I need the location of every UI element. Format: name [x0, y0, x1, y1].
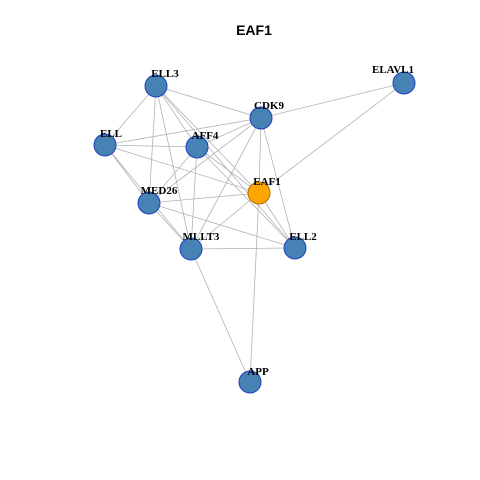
- node-ell2[interactable]: [283, 236, 307, 260]
- node-ell3[interactable]: [144, 74, 168, 98]
- node-med26[interactable]: [137, 191, 161, 215]
- node-eaf1[interactable]: [247, 181, 271, 205]
- edge-ell3-cdk9: [155, 85, 262, 119]
- edge-elavl1-cdk9: [260, 82, 405, 119]
- edge-mllt3-app: [190, 248, 251, 383]
- edge-ell3-mllt3: [155, 85, 192, 250]
- edge-aff4-mllt3: [190, 146, 198, 250]
- node-label-mllt3: MLLT3: [183, 231, 220, 243]
- edge-aff4-med26: [148, 146, 198, 204]
- node-label-eaf1: EAF1: [253, 176, 281, 188]
- node-label-med26: MED26: [141, 185, 178, 197]
- edge-elavl1-eaf1: [258, 82, 405, 194]
- node-layer: [93, 71, 416, 394]
- edge-eaf1-mllt3: [190, 192, 260, 250]
- edge-eaf1-app: [249, 192, 260, 383]
- edge-layer: [104, 82, 405, 383]
- node-app[interactable]: [238, 370, 262, 394]
- edge-cdk9-ell2: [260, 117, 296, 249]
- node-label-ell3: ELL3: [151, 68, 179, 80]
- node-label-ell2: ELL2: [289, 231, 317, 243]
- node-aff4[interactable]: [185, 135, 209, 159]
- edge-cdk9-ell: [104, 117, 262, 146]
- edge-aff4-ell2: [196, 146, 296, 249]
- node-ell[interactable]: [93, 133, 117, 157]
- edge-aff4-eaf1: [196, 146, 260, 194]
- node-label-app: APP: [247, 366, 269, 378]
- node-label-elavl1: ELAVL1: [372, 64, 414, 76]
- edge-ell3-eaf1: [155, 85, 260, 194]
- edge-ell-aff4: [104, 144, 198, 148]
- edge-mllt3-ell2: [190, 247, 296, 250]
- edge-ell-med26: [104, 144, 150, 204]
- edge-cdk9-aff4: [196, 117, 262, 148]
- edge-eaf1-med26: [148, 192, 260, 204]
- edge-ell3-ell2: [155, 85, 296, 249]
- edge-cdk9-med26: [148, 117, 262, 204]
- node-label-cdk9: CDK9: [254, 100, 284, 112]
- node-label-ell: ELL: [100, 128, 122, 140]
- edge-ell3-aff4: [155, 85, 198, 148]
- node-cdk9[interactable]: [249, 106, 273, 130]
- node-elavl1[interactable]: [392, 71, 416, 95]
- edge-ell3-ell: [104, 85, 157, 146]
- edge-ell3-med26: [148, 85, 157, 204]
- node-label-aff4: AFF4: [192, 130, 219, 142]
- node-mllt3[interactable]: [179, 237, 203, 261]
- diagram-title: EAF1: [236, 22, 272, 38]
- edge-cdk9-eaf1: [258, 117, 262, 194]
- edge-med26-ell2: [148, 202, 296, 249]
- edge-cdk9-mllt3: [190, 117, 262, 250]
